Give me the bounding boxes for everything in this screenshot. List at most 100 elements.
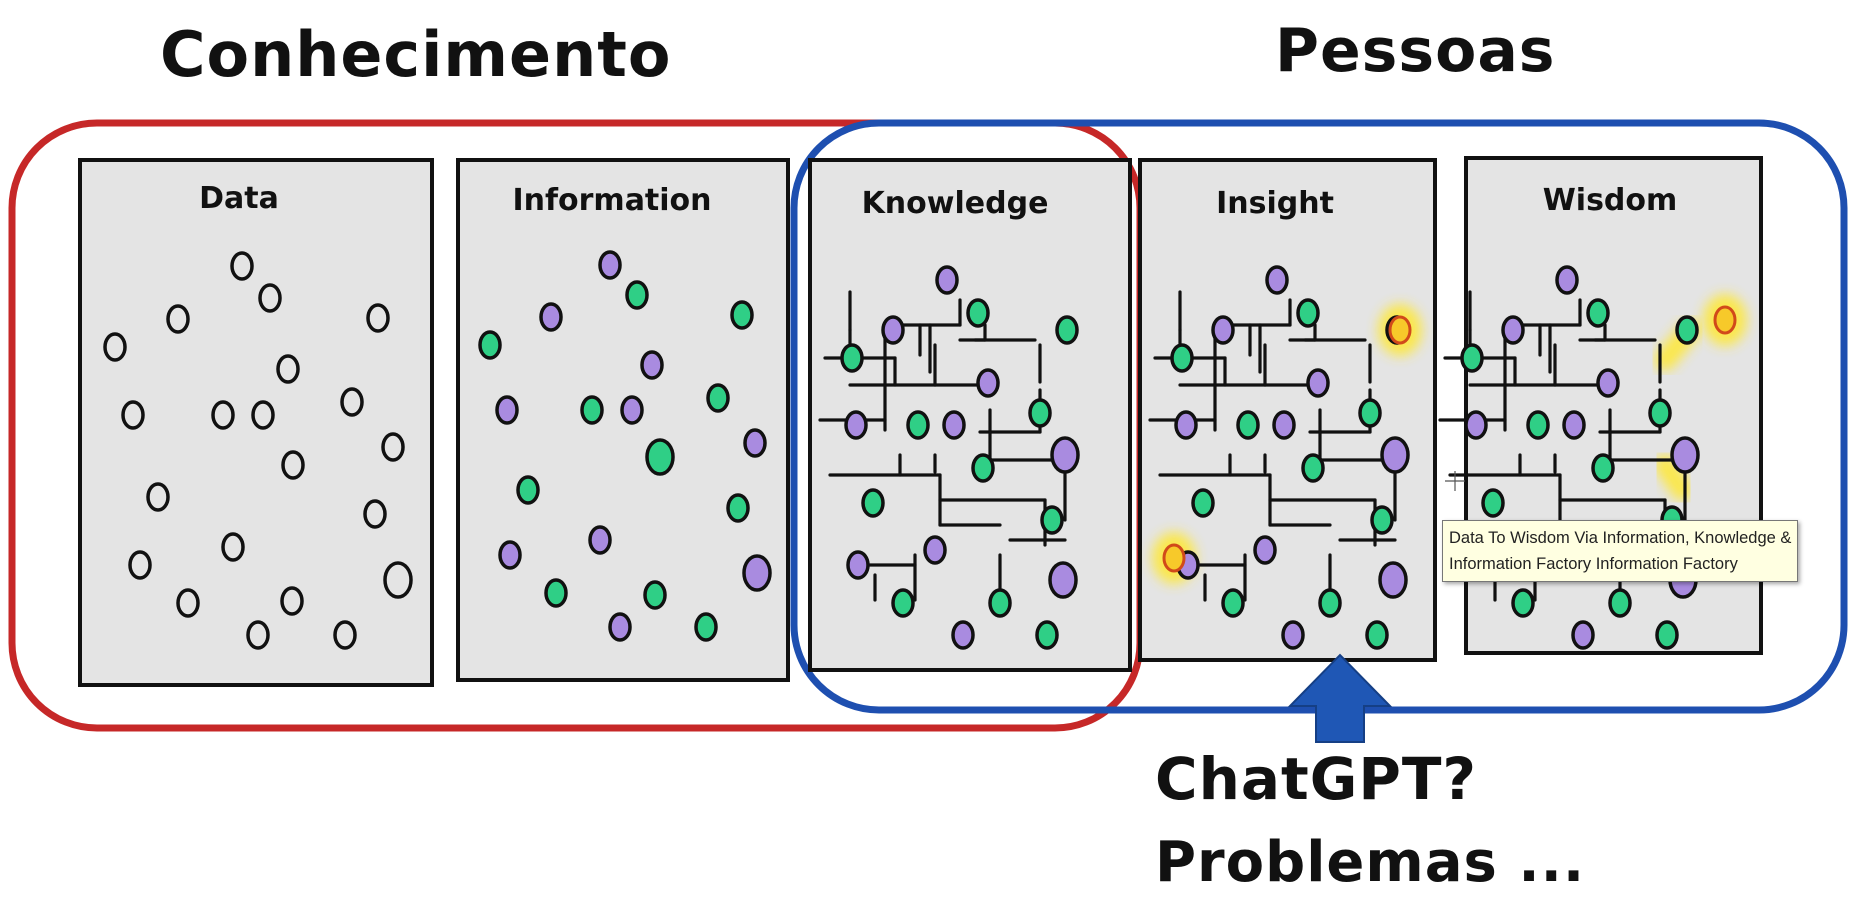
node — [246, 620, 270, 650]
node — [1596, 368, 1620, 398]
node — [1050, 436, 1080, 474]
node — [1040, 505, 1064, 535]
node — [923, 535, 947, 565]
node — [366, 303, 390, 333]
node — [640, 350, 664, 380]
node — [251, 400, 275, 430]
tooltip-line-2: Information Factory Information Factory — [1449, 555, 1738, 573]
node — [1306, 368, 1330, 398]
node — [1301, 453, 1325, 483]
information-panel-label: Information — [512, 183, 711, 218]
node — [176, 588, 200, 618]
node — [121, 400, 145, 430]
node — [1648, 398, 1672, 428]
knowledge-network — [818, 265, 1080, 650]
node — [478, 330, 502, 360]
node — [230, 251, 254, 281]
node — [706, 383, 730, 413]
insight-panel: Insight — [1138, 158, 1437, 662]
node — [625, 280, 649, 310]
node — [1221, 588, 1245, 618]
crosshair-cursor-icon — [1445, 471, 1465, 491]
node — [221, 532, 245, 562]
knowledge-panel-label: Knowledge — [862, 186, 1049, 221]
node — [340, 387, 364, 417]
node — [498, 540, 522, 570]
node — [881, 315, 905, 345]
node — [645, 438, 675, 476]
node — [280, 586, 304, 616]
node — [383, 561, 413, 599]
node — [1481, 488, 1505, 518]
node — [1511, 588, 1535, 618]
node — [1358, 398, 1382, 428]
node — [1028, 398, 1052, 428]
node — [988, 588, 1012, 618]
node — [643, 580, 667, 610]
node — [844, 410, 868, 440]
node — [1675, 315, 1699, 345]
conhecimento-heading: Conhecimento — [160, 18, 672, 91]
pessoas-heading: Pessoas — [1275, 16, 1556, 86]
data-panel-label: Data — [199, 181, 279, 216]
node — [128, 550, 152, 580]
node — [1460, 343, 1484, 373]
node — [281, 450, 305, 480]
node — [730, 300, 754, 330]
node — [966, 298, 990, 328]
node — [891, 588, 915, 618]
node — [580, 395, 604, 425]
node — [1501, 315, 1525, 345]
node — [588, 525, 612, 555]
node — [1265, 265, 1289, 295]
up-arrow-icon — [1287, 653, 1393, 743]
node — [363, 499, 387, 529]
node — [544, 578, 568, 608]
highlighted-node — [1162, 543, 1186, 573]
data-nodes — [103, 251, 413, 650]
node — [1281, 620, 1305, 650]
node — [1608, 588, 1632, 618]
node — [166, 304, 190, 334]
node — [495, 395, 519, 425]
node — [694, 612, 718, 642]
node — [1370, 505, 1394, 535]
insight-panel-label: Insight — [1216, 186, 1334, 221]
node — [1191, 488, 1215, 518]
node — [598, 250, 622, 280]
node — [1211, 315, 1235, 345]
node — [742, 554, 772, 592]
node — [1586, 298, 1610, 328]
node — [1378, 561, 1408, 599]
node — [1655, 620, 1679, 650]
node — [840, 343, 864, 373]
node — [620, 395, 644, 425]
node — [1296, 298, 1320, 328]
wisdom-panel-label: Wisdom — [1543, 183, 1678, 218]
node — [1526, 410, 1550, 440]
node — [1591, 453, 1615, 483]
insight-network — [1148, 265, 1422, 650]
node — [1236, 410, 1260, 440]
node — [743, 428, 767, 458]
node — [726, 493, 750, 523]
information-nodes — [478, 250, 772, 642]
node — [951, 620, 975, 650]
problemas-heading: Problemas ... — [1155, 830, 1586, 895]
node — [1380, 436, 1410, 474]
tooltip: Data To Wisdom Via Information, Knowledg… — [1442, 520, 1799, 582]
data-panel: Data — [78, 158, 434, 687]
node — [1272, 410, 1296, 440]
node — [381, 432, 405, 462]
node — [608, 612, 632, 642]
chatgpt-heading: ChatGPT? — [1155, 745, 1478, 813]
node — [1562, 410, 1586, 440]
node — [1170, 343, 1194, 373]
node — [333, 620, 357, 650]
node — [539, 302, 563, 332]
tooltip-line-1: Data To Wisdom Via Information, Knowledg… — [1449, 529, 1792, 547]
knowledge-panel: Knowledge — [808, 158, 1132, 672]
node — [906, 410, 930, 440]
node — [971, 453, 995, 483]
